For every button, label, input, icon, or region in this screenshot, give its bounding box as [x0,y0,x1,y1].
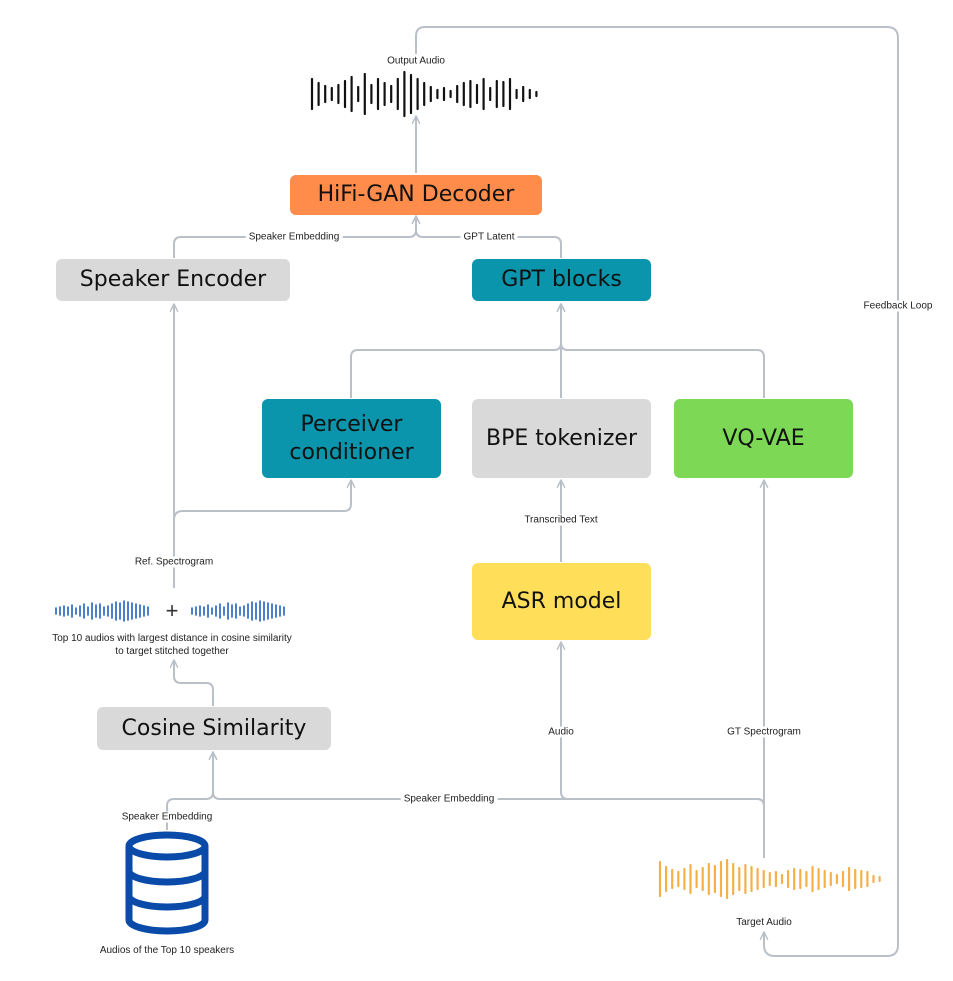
edge-target-cosine [208,751,765,858]
asr-model-node[interactable]: ASR model [472,563,651,640]
target-waveform-icon [658,858,881,900]
database-caption: Audios of the Top 10 speakers [99,945,235,956]
speaker-encoder-label: Speaker Encoder [79,267,267,293]
edge-target-asr [556,641,765,858]
hifigan-decoder-label: HiFi-GAN Decoder [317,182,515,208]
top10-caption: Top 10 audios with largest distance in c… [52,633,292,657]
edge-perceiver-gpt [350,303,566,398]
hifigan-decoder-node[interactable]: HiFi-GAN Decoder [290,175,542,215]
audio-label: Audio [545,726,577,738]
output-waveform-icon [310,70,538,118]
cosine-similarity-label: Cosine Similarity [121,715,307,741]
ref-spectrogram-label: Ref. Spectrogram [131,556,217,568]
gpt-blocks-node[interactable]: GPT blocks [472,259,651,301]
gpt-blocks-label: GPT blocks [501,267,622,293]
gpt-latent-label: GPT Latent [460,231,518,243]
asr-model-label: ASR model [501,588,622,614]
vq-vae-label: VQ-VAE [722,425,805,451]
target-audio-caption: Target Audio [736,917,792,928]
edge-vqvae-gpt [556,303,765,398]
speaker-embedding-db-label: Speaker Embedding [118,811,216,823]
transcribed-text-label: Transcribed Text [521,514,601,526]
edge-feedback-loop [415,26,899,957]
speaker-embedding-bottom-label: Speaker Embedding [400,793,498,805]
database-icon [125,831,209,935]
perceiver-conditioner-label: Perceiver conditioner [289,412,414,465]
perceiver-conditioner-node[interactable]: Perceiver conditioner [262,399,441,478]
bpe-tokenizer-node[interactable]: BPE tokenizer [472,399,651,478]
vq-vae-node[interactable]: VQ-VAE [674,399,853,478]
cosine-similarity-node[interactable]: Cosine Similarity [97,707,331,750]
plus-icon: + [166,598,179,623]
feedback-loop-label: Feedback Loop [860,300,936,312]
reference-waveform-1-icon [55,600,149,622]
edge-ref-perceiver [173,479,356,521]
output-audio-label: Output Audio [384,55,448,67]
speaker-embedding-top-label: Speaker Embedding [245,231,343,243]
edge-cosine-top10 [169,659,214,706]
gt-spectrogram-label: GT Spectrogram [724,726,804,738]
reference-waveform-2-icon [191,600,285,622]
speaker-encoder-node[interactable]: Speaker Encoder [56,259,290,301]
bpe-tokenizer-label: BPE tokenizer [485,425,637,451]
